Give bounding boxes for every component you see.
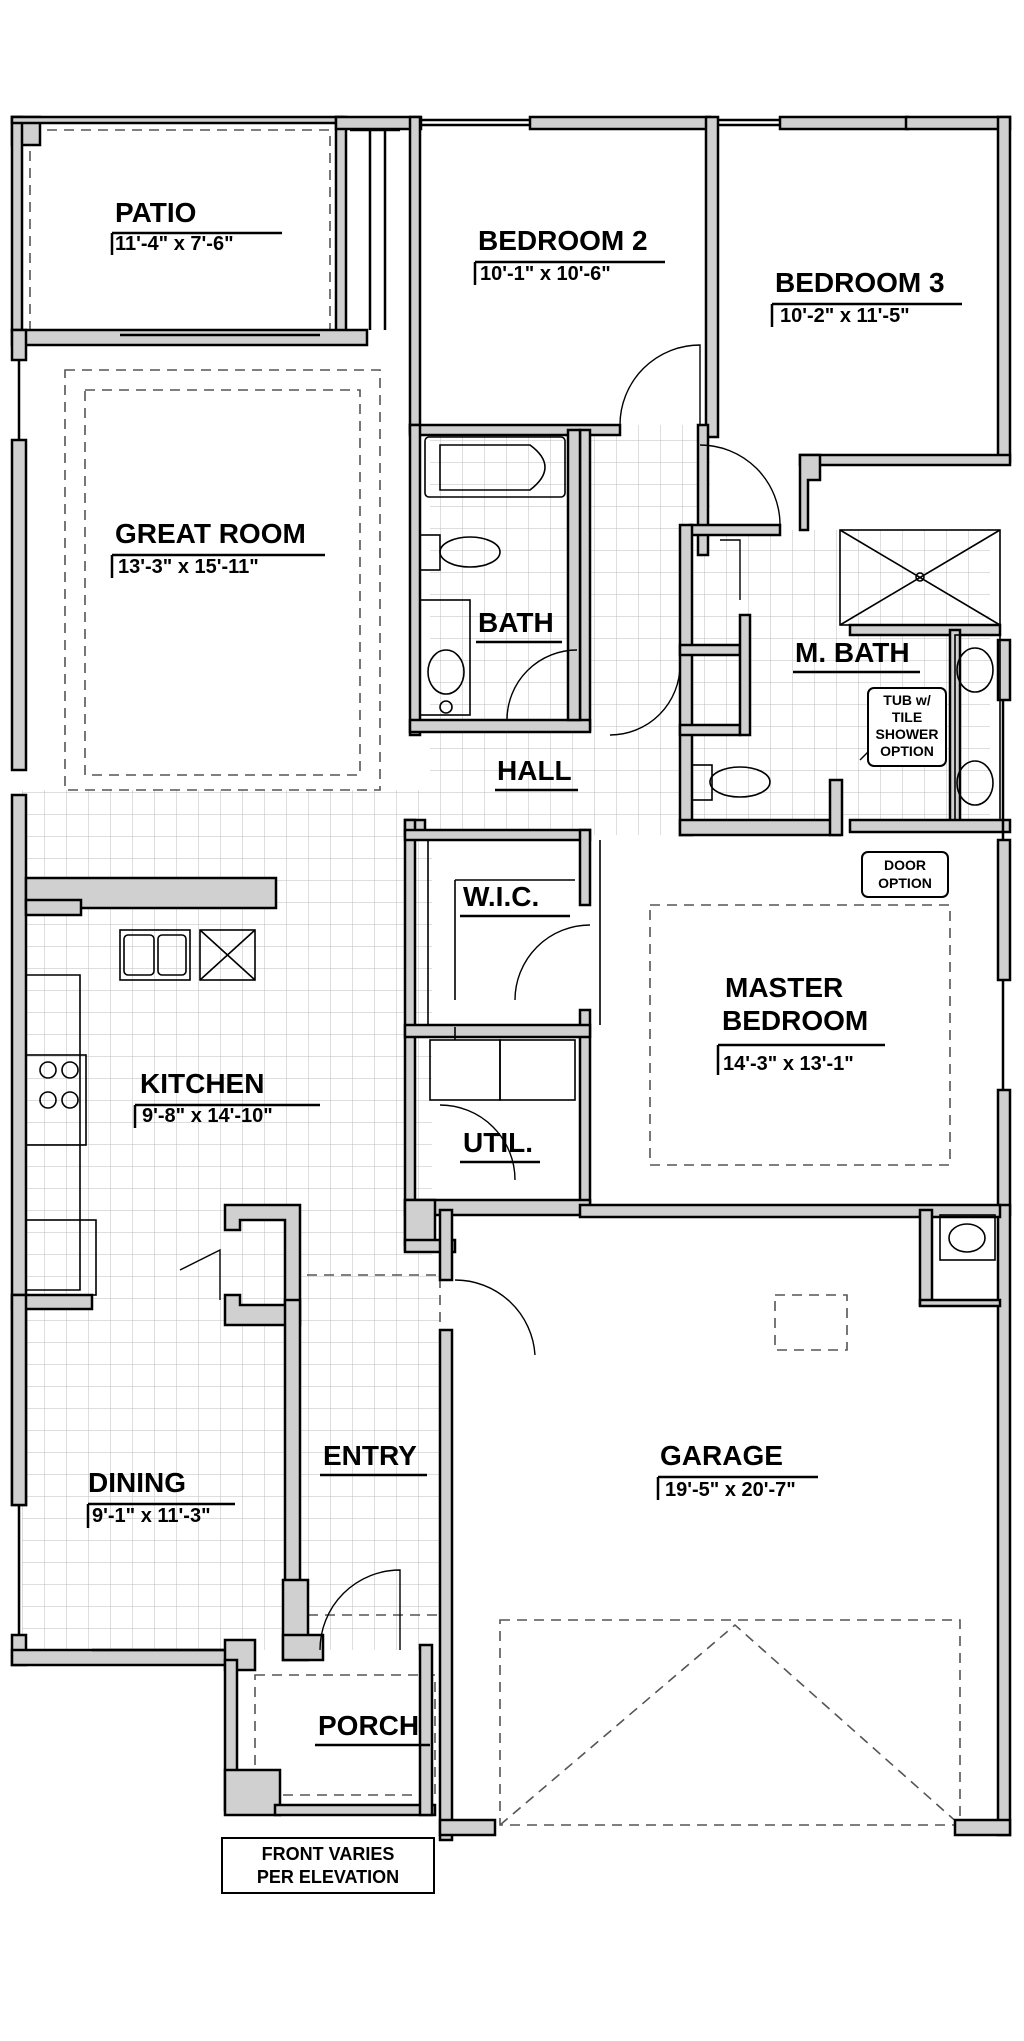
garage-door-outline [499,1619,961,1826]
windows [17,118,1005,1652]
hall-label: HALL [497,755,572,786]
great-room-ceiling-line [84,389,361,776]
patio-label: PATIO [115,197,196,228]
porch-outline [254,1674,436,1796]
dining-dim: 9'-1" x 11'-3" [92,1505,211,1527]
kitchen-label: KITCHEN [140,1068,264,1099]
attic-access [774,1294,848,1351]
fixtures [25,436,1001,1296]
tub-option-note: TUB w/ TILE SHOWER OPTION [867,687,947,767]
front-varies-note: FRONT VARIES PER ELEVATION [221,1837,435,1894]
entry-label: ENTRY [323,1440,417,1471]
entry-outline [289,1274,441,1616]
master-ceiling-line [649,904,951,1166]
bedroom3-dim: 10'-2" x 11'-5" [780,305,910,327]
great-room-label: GREAT ROOM [115,518,306,549]
bedroom2-dim: 10'-1" x 10'-6" [480,263,611,285]
bedroom3-label: BEDROOM 3 [775,267,945,298]
porch-label: PORCH [318,1710,419,1741]
great-room-dim: 13'-3" x 15'-11" [118,556,259,578]
door-option-line1: DOOR [884,857,926,873]
garage-dim: 19'-5" x 20'-7" [665,1479,796,1501]
dining-label: DINING [88,1467,186,1498]
great-room-ceiling-outer [64,369,381,791]
room-labels: PATIO 11'-4" x 7'-6" BEDROOM 2 10'-1" x … [86,197,962,1747]
tub-option-line3: SHOWER [876,726,939,742]
wic-label: W.I.C. [463,881,539,912]
kitchen-dim: 9'-8" x 14'-10" [142,1105,273,1127]
master-bedroom-dim: 14'-3" x 13'-1" [723,1053,854,1075]
tub-option-line1: TUB w/ [883,692,931,708]
master-bath-label: M. BATH [795,637,910,668]
patio-outline [29,129,331,331]
front-varies-line1: FRONT VARIES [262,1844,395,1864]
tub-option-line2: TILE [892,709,922,725]
front-varies-line2: PER ELEVATION [257,1867,399,1887]
garage-label: GARAGE [660,1440,783,1471]
util-label: UTIL. [463,1127,533,1158]
doors [179,344,931,1651]
patio-dim: 11'-4" x 7'-6" [115,233,234,255]
bedroom2-label: BEDROOM 2 [478,225,648,256]
bath-label: BATH [478,607,554,638]
door-option-note: DOOR OPTION [861,851,949,898]
garage-door-swing [499,1623,961,1826]
tub-option-line4: OPTION [880,743,934,759]
master-bedroom-label-2: BEDROOM [722,1005,868,1036]
door-option-line2: OPTION [878,875,932,891]
master-bedroom-label-1: MASTER [725,972,843,1003]
